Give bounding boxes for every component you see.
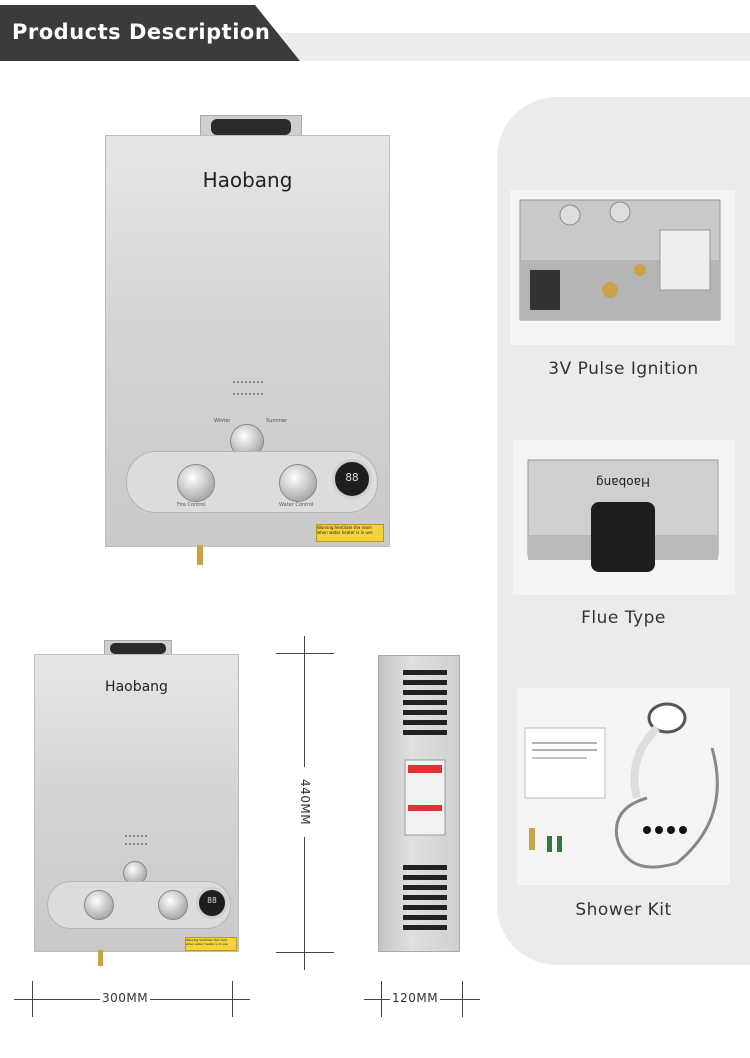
inlet-pipe (197, 545, 203, 565)
height-dim-tick-top (276, 653, 334, 654)
digital-display-small: 88 (196, 887, 228, 919)
control-panel: Fire Control Water Control 88 (126, 451, 378, 513)
heater-side-view (370, 655, 460, 955)
water-control-knob[interactable] (279, 464, 317, 502)
season-label-left: Winter (214, 418, 231, 424)
inlet-pipe-small (98, 950, 103, 966)
side-vents (403, 670, 447, 930)
ignition-illustration (519, 199, 721, 321)
flue-photo: Haobang (513, 440, 735, 595)
brand-logo-small: Haobang (105, 679, 168, 695)
warning-label: Warning:Ventilate the room when water he… (316, 524, 384, 542)
heater-front-small: Haobang 88 Warning:Ventilate the room wh… (34, 640, 239, 970)
depth-dim-tick-left (381, 981, 382, 1017)
control-panel-small: 88 (47, 881, 231, 929)
fire-control-label: Fire Control (177, 502, 206, 508)
heater-front-large: Haobang Winter Summer Fire Control Water… (105, 115, 390, 585)
warning-label-small: Warning:Ventilate the room when water he… (185, 937, 237, 951)
shower-kit-photo (517, 688, 730, 885)
heater-body: Haobang Winter Summer Fire Control Water… (105, 135, 390, 547)
ignition-photo (510, 190, 735, 345)
fire-control-knob-small[interactable] (84, 890, 114, 920)
header-tab (0, 5, 300, 61)
width-dim-tick-right (232, 981, 233, 1017)
shower-kit-caption: Shower Kit (575, 900, 672, 920)
flue-illustration: Haobang (527, 459, 719, 572)
depth-dim-tick-right (462, 981, 463, 1017)
page-title: Products Description (12, 20, 271, 44)
flue-caption: Flue Type (581, 608, 666, 628)
water-control-label: Water Control (279, 502, 314, 508)
ignition-caption: 3V Pulse Ignition (548, 359, 699, 379)
shower-kit-illustration (524, 702, 719, 869)
svg-text:Haobang: Haobang (596, 475, 650, 489)
width-dim-label: 300MM (100, 991, 151, 1005)
fire-control-knob[interactable] (177, 464, 215, 502)
digital-display: 88 (332, 459, 372, 499)
height-dim-tick-bottom (276, 952, 334, 953)
depth-dim-label: 120MM (390, 991, 441, 1005)
heater-body-small: Haobang 88 Warning:Ventilate the room wh… (34, 654, 239, 952)
season-label-right: Summer (266, 418, 288, 424)
vent-dots (233, 381, 263, 395)
vent-dots-small (125, 835, 147, 845)
flue-cap-small (104, 640, 172, 658)
height-dim-label: 440MM (298, 767, 312, 837)
brand-logo: Haobang (202, 168, 293, 192)
water-control-knob-small[interactable] (158, 890, 188, 920)
width-dim-tick-left (32, 981, 33, 1017)
